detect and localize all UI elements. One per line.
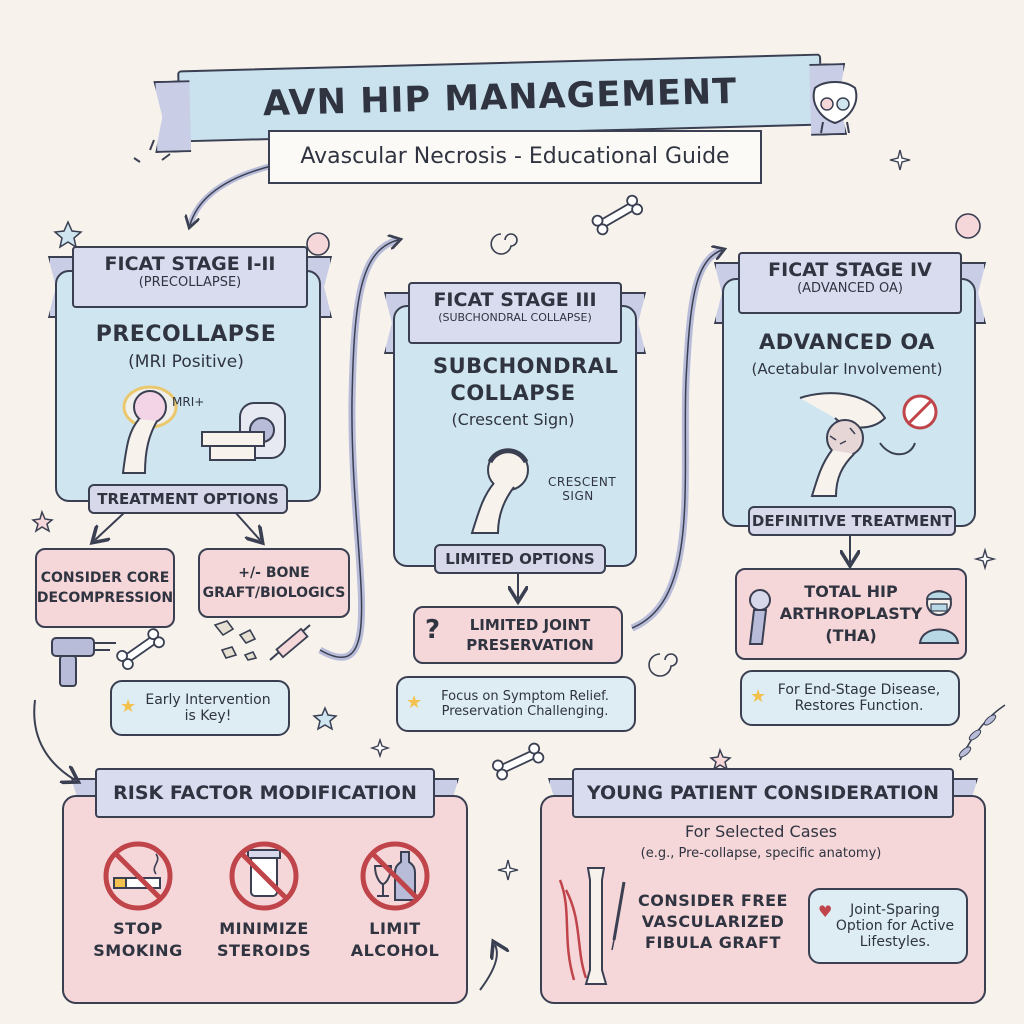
risk-item-minimize-steroids: MINIMIZE STEROIDS <box>216 919 312 960</box>
young-intro: For Selected Cases <box>684 822 838 841</box>
sparkle-doodle <box>133 139 171 163</box>
stage1-heading: PRECOLLAPSE <box>95 322 277 347</box>
no-cartilage-icon <box>902 394 938 430</box>
stage1-panel <box>55 270 321 502</box>
star-doodle-4 <box>709 747 732 771</box>
stage1-note: ★ Early Intervention is Key! <box>110 680 290 736</box>
bone-doodle-1 <box>591 194 644 236</box>
femur-crescent-icon <box>470 448 529 534</box>
bone-doodle-2 <box>491 742 545 781</box>
stage1-option-core-decompression: CONSIDER CORE DECOMPRESSION <box>35 548 175 628</box>
mri-label: MRI+ <box>172 395 205 409</box>
arrow-to-risk <box>33 699 75 780</box>
no-alcohol-icon <box>360 841 430 911</box>
young-banner: YOUNG PATIENT CONSIDERATION <box>572 768 954 818</box>
sparkle-doodle-5 <box>369 737 391 759</box>
star-doodle-3 <box>312 706 338 731</box>
sparkle-doodle-2 <box>889 149 911 171</box>
stage1-note-text: Early Intervention is Key! <box>145 692 271 724</box>
star-doodle-2 <box>31 509 54 533</box>
stage1-banner-sub: (PRECOLLAPSE) <box>138 275 242 290</box>
stage4-tag: DEFINITIVE TREATMENT <box>748 506 956 536</box>
sparkle-doodle-3 <box>497 859 519 881</box>
sparkle-doodle-4 <box>973 547 997 571</box>
arrow-stage3-to-stage4 <box>630 246 724 632</box>
young-option-fibula-graft: CONSIDER FREE VASCULARIZED FIBULA GRAFT <box>638 891 788 952</box>
stage3-option-joint-preservation: ? LIMITED JOINT PRESERVATION <box>413 606 623 664</box>
young-intro-sub: (e.g., Pre-collapse, specific anatomy) <box>640 846 882 861</box>
swirl-doodle <box>490 233 518 255</box>
arrow-tag1-right <box>234 511 260 540</box>
arrow-tag1-left <box>95 511 126 540</box>
star-doodle-1 <box>53 220 83 249</box>
crescent-label: CRESCENT SIGN <box>548 475 617 503</box>
page-subtitle: Avascular Necrosis - Educational Guide <box>300 144 730 169</box>
no-smoking-icon <box>103 841 173 911</box>
stage1-tag: TREATMENT OPTIONS <box>88 484 288 514</box>
question-icon: ? <box>425 615 441 645</box>
stage3-panel <box>393 305 637 567</box>
star-icon: ★ <box>120 696 137 717</box>
stage4-note: ★ For End-Stage Disease, Restores Functi… <box>740 670 960 726</box>
star-icon: ★ <box>750 686 767 707</box>
bone-doodle-3 <box>116 628 165 670</box>
stage3-banner-sub: (SUBCHONDRAL COLLAPSE) <box>438 311 592 324</box>
drill-icon <box>51 637 116 687</box>
risk-banner-title: RISK FACTOR MODIFICATION <box>113 782 417 804</box>
hip-implant-icon <box>748 589 771 645</box>
young-note-text: Joint-Sparing Option for Active Lifestyl… <box>835 902 955 950</box>
stage4-note-text: For End-Stage Disease, Restores Function… <box>777 682 941 714</box>
stage4-banner-sub: (ADVANCED OA) <box>797 281 903 296</box>
stage4-banner-title: FICAT STAGE IV <box>768 259 932 281</box>
stage3-note-text: Focus on Symptom Relief. Preservation Ch… <box>441 689 609 719</box>
risk-banner: RISK FACTOR MODIFICATION <box>95 768 435 818</box>
stage4-heading: ADVANCED OA <box>759 330 935 354</box>
stage1-heading-sub: (MRI Positive) <box>128 352 244 372</box>
young-note: ♥ Joint-Sparing Option for Active Lifest… <box>808 888 968 964</box>
femur-head-doodle-2 <box>955 213 981 239</box>
subtitle-box: Avascular Necrosis - Educational Guide <box>268 130 762 184</box>
stage4-heading-sub: (Acetabular Involvement) <box>751 360 943 378</box>
no-steroids-icon <box>229 841 299 911</box>
femur-head-doodle <box>306 232 330 256</box>
fibula-graft-icon <box>558 867 626 985</box>
stage4-option-tha: TOTAL HIP ARTHROPLASTY (THA) <box>735 568 967 660</box>
arrow-risk-to-young <box>479 945 497 991</box>
young-banner-title: YOUNG PATIENT CONSIDERATION <box>586 782 940 804</box>
stage3-heading-sub: (Crescent Sign) <box>451 410 575 429</box>
stage3-tag: LIMITED OPTIONS <box>434 544 606 574</box>
mri-scanner-icon <box>201 402 286 461</box>
swirl-doodle-2 <box>648 653 678 677</box>
stage3-note: ★ Focus on Symptom Relief. Preservation … <box>396 676 636 732</box>
hip-joint-oa-icon <box>799 392 916 497</box>
risk-item-stop-smoking: STOP SMOKING <box>93 919 183 960</box>
stage4-banner: FICAT STAGE IV (ADVANCED OA) <box>738 252 962 314</box>
star-icon: ★ <box>406 692 423 713</box>
stage3-heading: SUBCHONDRAL COLLAPSE <box>433 354 619 405</box>
stage1-banner: FICAT STAGE I-II (PRECOLLAPSE) <box>72 246 308 308</box>
stage1-banner-title: FICAT STAGE I-II <box>104 253 276 275</box>
stage1-option-bone-graft: +/- BONE GRAFT/BIOLOGICS <box>198 548 350 618</box>
risk-item-limit-alcohol: LIMIT ALCOHOL <box>350 919 440 960</box>
pelvis-icon <box>812 81 858 134</box>
stage3-banner-title: FICAT STAGE III <box>433 289 597 311</box>
surgeon-icon <box>918 590 960 644</box>
femur-mri-icon <box>121 385 178 474</box>
stage3-banner: FICAT STAGE III (SUBCHONDRAL COLLAPSE) <box>408 282 622 344</box>
bone-graft-icon <box>213 620 311 661</box>
stage3-option-text: LIMITED JOINT PRESERVATION <box>466 616 594 654</box>
heart-icon: ♥ <box>818 902 833 921</box>
